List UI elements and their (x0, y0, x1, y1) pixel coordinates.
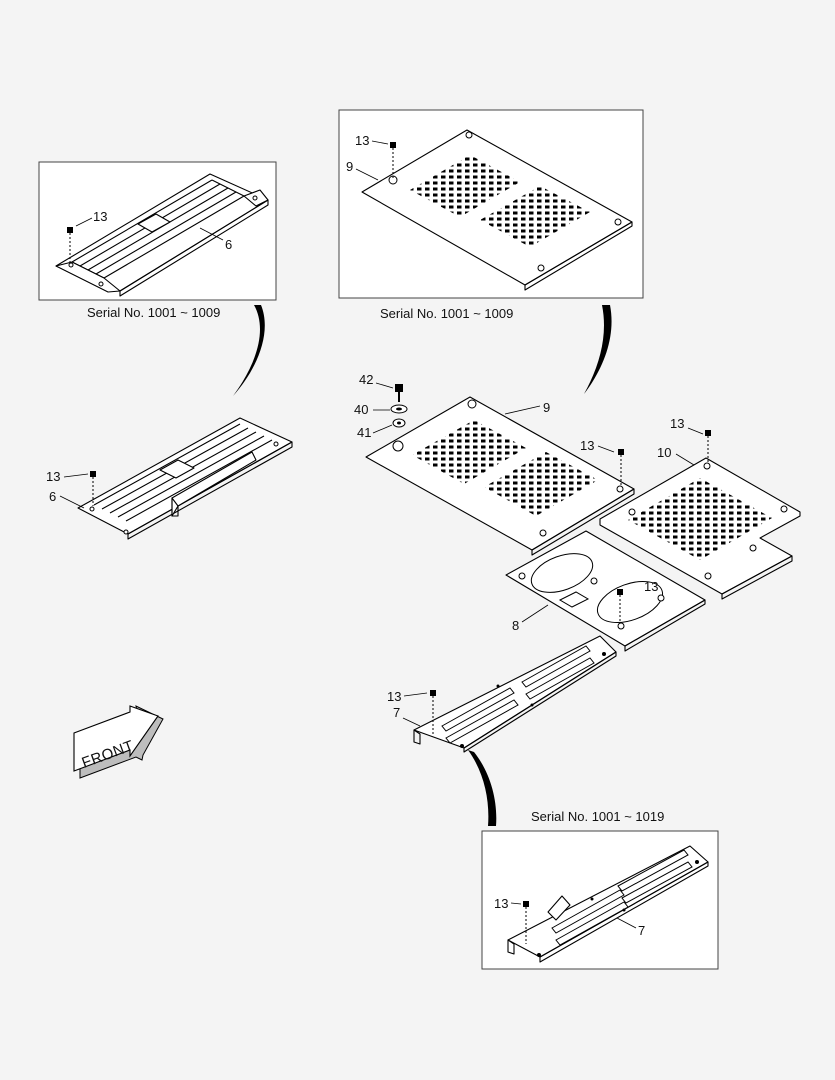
label-13: 13 (355, 133, 369, 148)
caption-serial-top-right: Serial No. 1001 ~ 1009 (380, 306, 513, 321)
callout-curve-left (233, 305, 265, 396)
callout-curve-bottom (468, 750, 497, 826)
bolt-13-bracket-7 (430, 690, 436, 734)
cover-part-10 (599, 457, 801, 600)
inset-bottom: 13 7 (481, 830, 719, 970)
label-13: 13 (46, 469, 60, 484)
bolt-13-cover-9 (618, 449, 624, 486)
bolt-42 (395, 384, 403, 402)
bracket-part-7-inset (507, 845, 709, 963)
bracket-part-7 (413, 635, 617, 753)
label-8: 8 (512, 618, 519, 633)
label-13: 13 (387, 689, 401, 704)
bracket-part-6 (77, 417, 293, 540)
label-7: 7 (638, 923, 645, 938)
caption-serial-bottom: Serial No. 1001 ~ 1019 (531, 809, 664, 824)
bolt-13-inset-right (390, 142, 396, 178)
label-6: 6 (225, 237, 232, 252)
label-9: 9 (346, 159, 353, 174)
bolt-13-plate-8 (617, 589, 623, 622)
bolt-13-inset-left (67, 227, 73, 262)
label-13: 13 (670, 416, 684, 431)
cover-part-9-inset (361, 129, 633, 291)
plate-part-8 (505, 530, 706, 652)
label-7: 7 (393, 705, 400, 720)
label-6: 6 (49, 489, 56, 504)
label-9: 9 (543, 400, 550, 415)
bolt-13-cover-10 (705, 430, 711, 463)
caption-serial-top-left: Serial No. 1001 ~ 1009 (87, 305, 220, 320)
inset-top-right: 13 9 (338, 109, 644, 299)
front-arrow: FRONT (73, 705, 164, 779)
bolt-13-bracket-6 (90, 471, 96, 506)
label-13: 13 (93, 209, 107, 224)
bracket-part-6-inset (55, 173, 269, 297)
bolt-13-inset-bottom (523, 901, 529, 944)
label-13: 13 (644, 579, 658, 594)
label-41: 41 (357, 425, 371, 440)
label-10: 10 (657, 445, 671, 460)
cover-part-9 (365, 396, 635, 556)
label-13: 13 (494, 896, 508, 911)
label-13: 13 (580, 438, 594, 453)
label-42: 42 (359, 372, 373, 387)
callout-curve-right (584, 305, 612, 394)
inset-top-left: 13 6 (38, 161, 277, 301)
label-40: 40 (354, 402, 368, 417)
